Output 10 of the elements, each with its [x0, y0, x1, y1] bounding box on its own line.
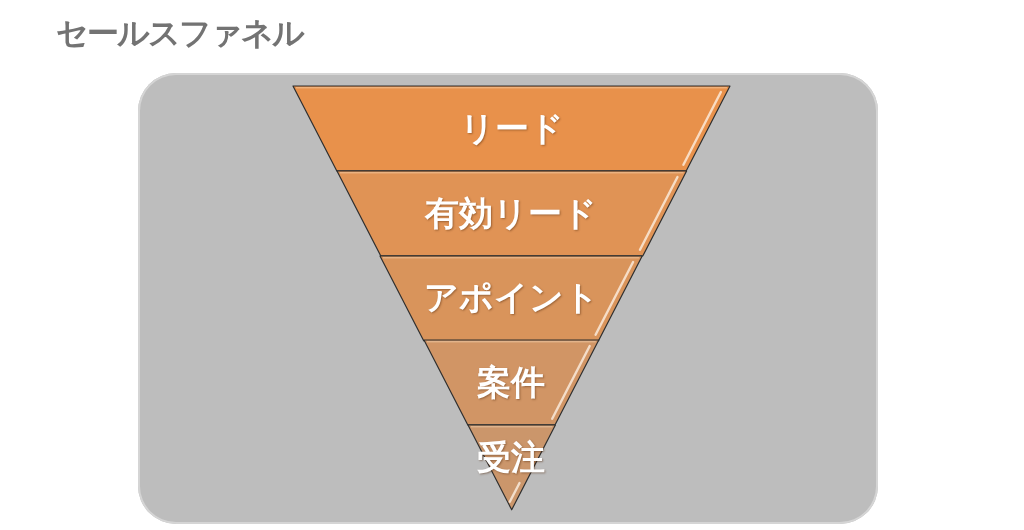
stage-label: 案件: [477, 363, 546, 403]
diagram-title: セールスファネル: [56, 14, 303, 53]
stage-label: アポイント: [424, 278, 599, 318]
stage-label: 有効リード: [425, 193, 598, 233]
stage-label: リード: [459, 108, 564, 148]
funnel-stage: [336, 170, 687, 256]
funnel-stage: [424, 340, 599, 426]
rounded-panel: [138, 73, 878, 524]
funnel-stage: [293, 86, 730, 171]
funnel-stage: [380, 255, 643, 341]
